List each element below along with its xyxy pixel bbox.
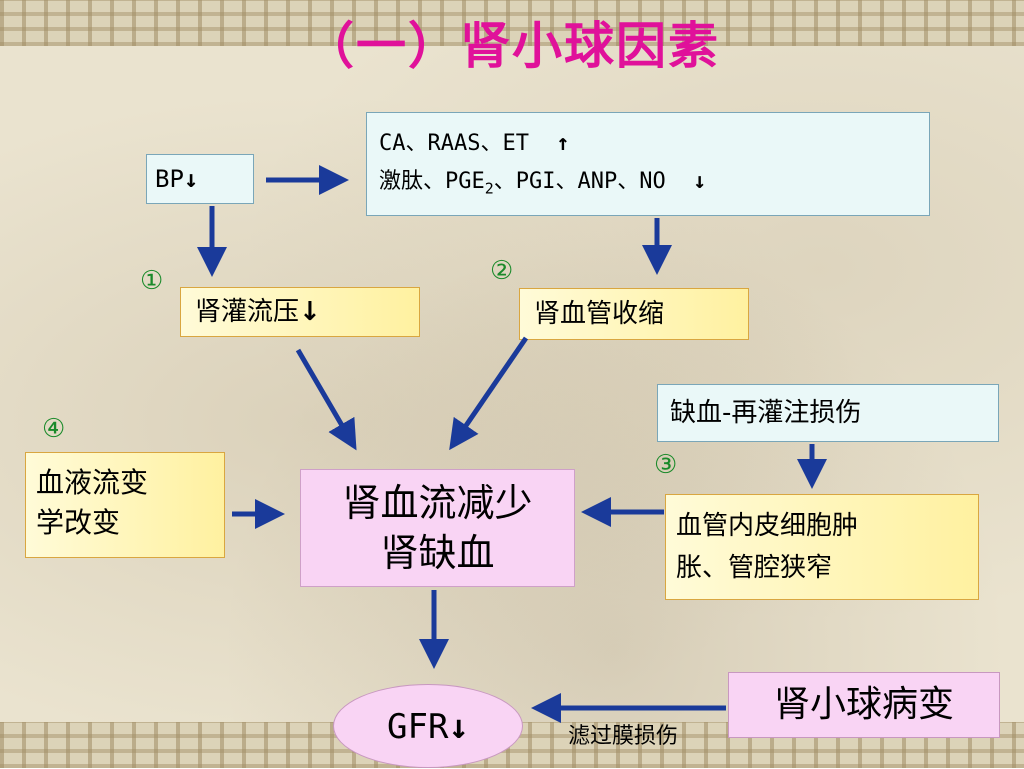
vasoconstriction-box: 肾血管收缩 xyxy=(519,288,749,340)
hemorheology-box: 血液流变 学改变 xyxy=(25,452,225,558)
endothelial-line-1: 血管内皮细胞肿 xyxy=(676,511,859,541)
dilators-text-post: 、PGI、ANP、NO xyxy=(493,169,666,194)
renal-ischemia-box: 肾血流减少 肾缺血 xyxy=(300,469,575,587)
gfr-label: GFR xyxy=(387,707,449,747)
down-arrow-icon: ↓ xyxy=(183,165,199,193)
dilators-subscript: 2 xyxy=(484,179,494,198)
hemorheology-line-1: 血液流变 xyxy=(36,466,149,499)
marker-3: ③ xyxy=(654,450,678,480)
vasoactive-factors-box: CA、RAAS、ET ↑ 激肽、PGE2、PGI、ANP、NO ↓ xyxy=(366,112,930,216)
marker-4: ④ xyxy=(42,414,66,444)
central-line-2: 肾缺血 xyxy=(380,531,495,575)
marker-2: ② xyxy=(490,256,514,286)
factors-line-2: 激肽、PGE2、PGI、ANP、NO ↓ xyxy=(379,163,929,197)
glomerular-lesion-box: 肾小球病变 xyxy=(728,672,1000,738)
dilators-text-pre: 激肽、PGE xyxy=(379,169,485,194)
hemorheology-line-2: 学改变 xyxy=(36,506,121,539)
ischemia-reperfusion-box: 缺血-再灌注损伤 xyxy=(657,384,999,442)
slide-title: （一）肾小球因素 xyxy=(304,17,720,75)
arrow-vasoconstriction-to-ischemia xyxy=(449,336,529,451)
renal-perfusion-box: 肾灌流压↓ xyxy=(180,287,420,337)
factors-line-1: CA、RAAS、ET ↑ xyxy=(379,125,929,163)
filtration-membrane-note: 滤过膜损伤 xyxy=(568,724,679,749)
decorative-border-top xyxy=(0,0,1024,46)
endothelial-swelling-box: 血管内皮细胞肿 胀、管腔狭窄 xyxy=(665,494,979,600)
endothelial-line-2: 胀、管腔狭窄 xyxy=(676,553,833,583)
renal-perfusion-label: 肾灌流压 xyxy=(195,297,300,327)
marker-1: ① xyxy=(140,266,164,296)
bp-label: BP xyxy=(155,165,184,193)
down-arrow-icon: ↓ xyxy=(693,169,707,194)
up-arrow-icon: ↑ xyxy=(556,131,570,156)
central-line-1: 肾血流减少 xyxy=(342,481,533,525)
arrow-perfusion-to-ischemia xyxy=(295,348,357,451)
bp-box: BP↓ xyxy=(146,154,254,204)
constrictors-text: CA、RAAS、ET xyxy=(379,131,529,156)
down-arrow-icon: ↓ xyxy=(299,297,321,327)
down-arrow-icon: ↓ xyxy=(448,707,469,747)
